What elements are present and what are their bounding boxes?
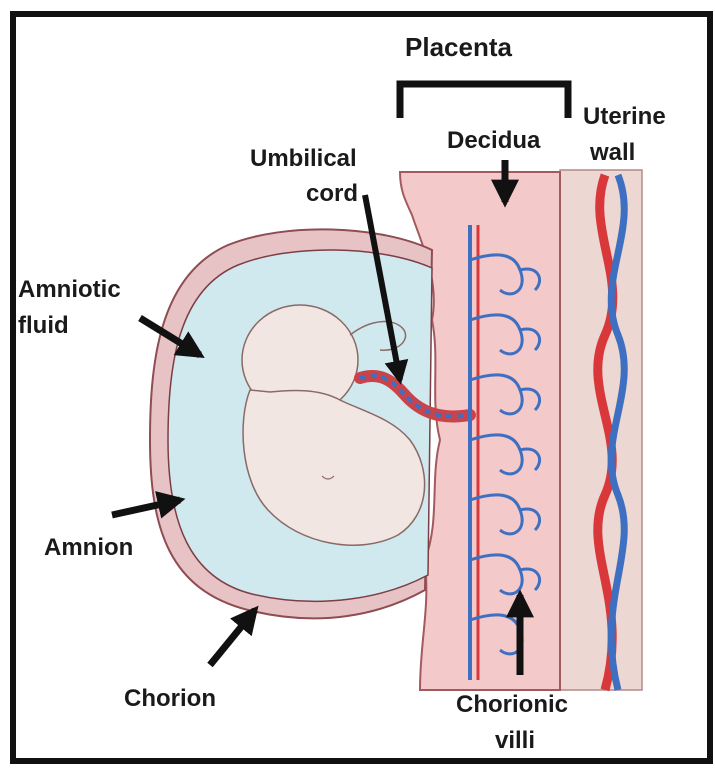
label-decidua: Decidua [447,127,541,154]
chorion-arrow [210,610,255,665]
placenta-bracket [400,84,568,118]
label-amniotic-fluid-line1: Amniotic [18,276,121,303]
label-placenta: Placenta [405,32,512,62]
label-umbilical-cord-line2: cord [306,180,358,207]
label-umbilical-cord-line1: Umbilical [250,145,357,172]
label-chorion: Chorion [124,685,216,712]
label-amnion: Amnion [44,534,133,561]
label-amniotic-fluid-line2: fluid [18,312,69,339]
label-chorionic-villi-line1: Chorionic [456,691,568,718]
label-uterine-wall-line1: Uterine [583,103,666,130]
label-chorionic-villi-line2: villi [495,727,535,754]
label-uterine-wall-line2: wall [589,139,635,166]
